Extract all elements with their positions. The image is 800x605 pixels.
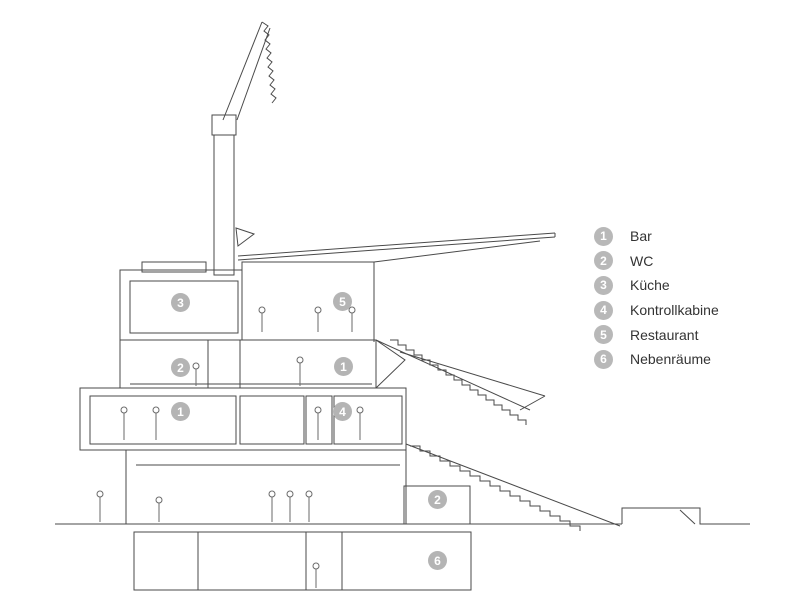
legend-item-bar: 1 Bar [594, 224, 784, 249]
legend-label: Restaurant [630, 326, 699, 343]
basement [133, 531, 472, 591]
legend-label: Nebenräume [630, 351, 711, 368]
legend-badge: 6 [594, 349, 613, 369]
legend-label: Kontrollkabine [630, 302, 719, 319]
marker-bar-lower: 1 [171, 402, 190, 421]
legend-item-kitchen: 3 Küche [594, 273, 784, 298]
lower-tribune [405, 443, 621, 531]
roof-canopy [237, 232, 556, 342]
legend-item-wc: 2 WC [594, 249, 784, 274]
kitchen-inner [129, 280, 239, 334]
legend-badge: 2 [594, 251, 613, 271]
marker-wc-upper: 2 [171, 358, 190, 377]
upper-tribune [375, 339, 546, 425]
ground-right [621, 507, 750, 525]
chimney [211, 114, 256, 276]
legend-label: Bar [630, 228, 652, 245]
marker-wc-ground: 2 [428, 490, 447, 509]
legend-badge: 5 [594, 325, 613, 345]
legend-item-storage: 6 Nebenräume [594, 347, 784, 372]
marker-bar-upper: 1 [334, 357, 353, 376]
marker-storage: 6 [428, 551, 447, 570]
legend: 1 Bar 2 WC 3 Küche 4 Kontrollkabine 5 Re… [594, 224, 784, 372]
roof-equipment [141, 261, 207, 273]
crane-mast [222, 21, 277, 121]
legend-item-restaurant: 5 Restaurant [594, 322, 784, 347]
legend-label: Küche [630, 277, 670, 294]
ground-floor [125, 449, 407, 525]
ground-marker [679, 509, 696, 525]
marker-kitchen: 3 [171, 293, 190, 312]
legend-label: WC [630, 252, 654, 269]
legend-badge: 4 [594, 300, 613, 320]
legend-badge: 3 [594, 275, 613, 295]
marker-control-booth: 4 [333, 402, 352, 421]
legend-badge: 1 [594, 226, 613, 246]
legend-item-control-booth: 4 Kontrollkabine [594, 298, 784, 323]
marker-restaurant: 5 [333, 292, 352, 311]
people-figures [96, 306, 364, 588]
first-floor [79, 387, 407, 451]
wc-ground-room [403, 485, 471, 525]
